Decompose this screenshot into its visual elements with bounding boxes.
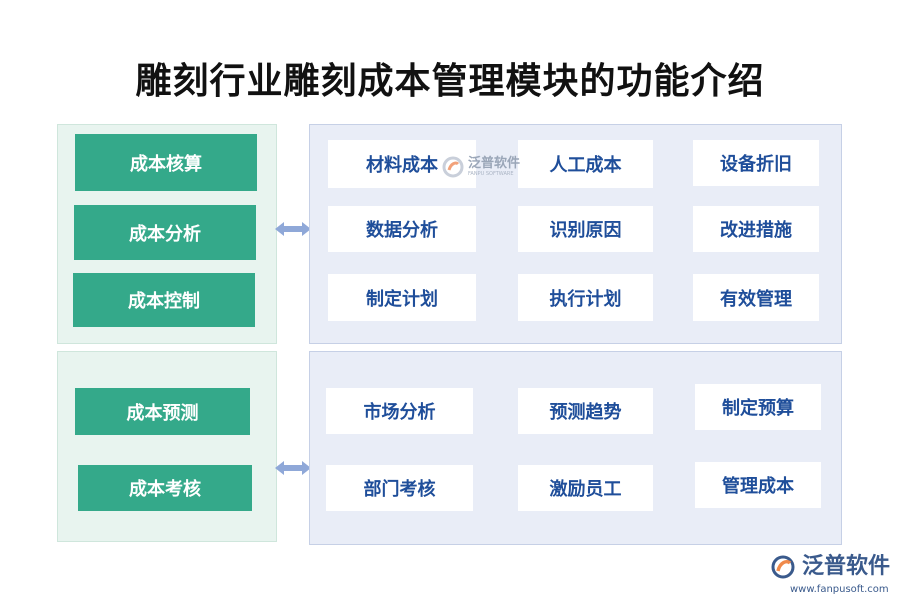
node-make-budget: 制定预算 <box>695 384 821 430</box>
brand-logo-icon <box>771 555 795 579</box>
watermark-name: 泛普软件 <box>468 156 521 171</box>
node-cost-control: 成本控制 <box>73 273 255 327</box>
node-manage-cost: 管理成本 <box>695 462 821 508</box>
node-forecast-trend: 预测趋势 <box>518 388 653 434</box>
top-double-arrow <box>275 222 311 236</box>
node-labor-cost: 人工成本 <box>518 140 653 188</box>
bottom-double-arrow <box>275 461 311 475</box>
node-data-analysis: 数据分析 <box>328 206 476 252</box>
diagram-title: 雕刻行业雕刻成本管理模块的功能介绍 <box>135 61 765 102</box>
watermark-sub: FANPU SOFTWARE <box>468 171 514 177</box>
node-identify-causes: 识别原因 <box>518 206 653 252</box>
watermark: 泛普软件 FANPU SOFTWARE <box>442 156 520 178</box>
brand-logo: 泛普软件 <box>770 554 890 580</box>
node-make-plan: 制定计划 <box>328 274 476 321</box>
node-equipment-depreciation: 设备折旧 <box>693 140 819 186</box>
node-cost-accounting: 成本核算 <box>75 134 257 191</box>
node-execute-plan: 执行计划 <box>518 274 653 321</box>
node-cost-forecast: 成本预测 <box>75 388 250 435</box>
bottom-left-panel <box>57 351 277 542</box>
brand-logo-url: www.fanpusoft.com <box>790 584 889 595</box>
node-department-assessment: 部门考核 <box>326 465 473 511</box>
node-cost-assessment: 成本考核 <box>78 465 252 511</box>
watermark-logo-icon <box>442 156 464 178</box>
bottom-right-panel <box>309 351 842 545</box>
brand-logo-name: 泛普软件 <box>802 554 891 579</box>
node-effective-management: 有效管理 <box>693 274 819 321</box>
node-cost-analysis: 成本分析 <box>74 205 256 260</box>
node-improvement-measures: 改进措施 <box>693 206 819 252</box>
node-market-analysis: 市场分析 <box>326 388 473 434</box>
node-motivate-staff: 激励员工 <box>518 465 653 511</box>
